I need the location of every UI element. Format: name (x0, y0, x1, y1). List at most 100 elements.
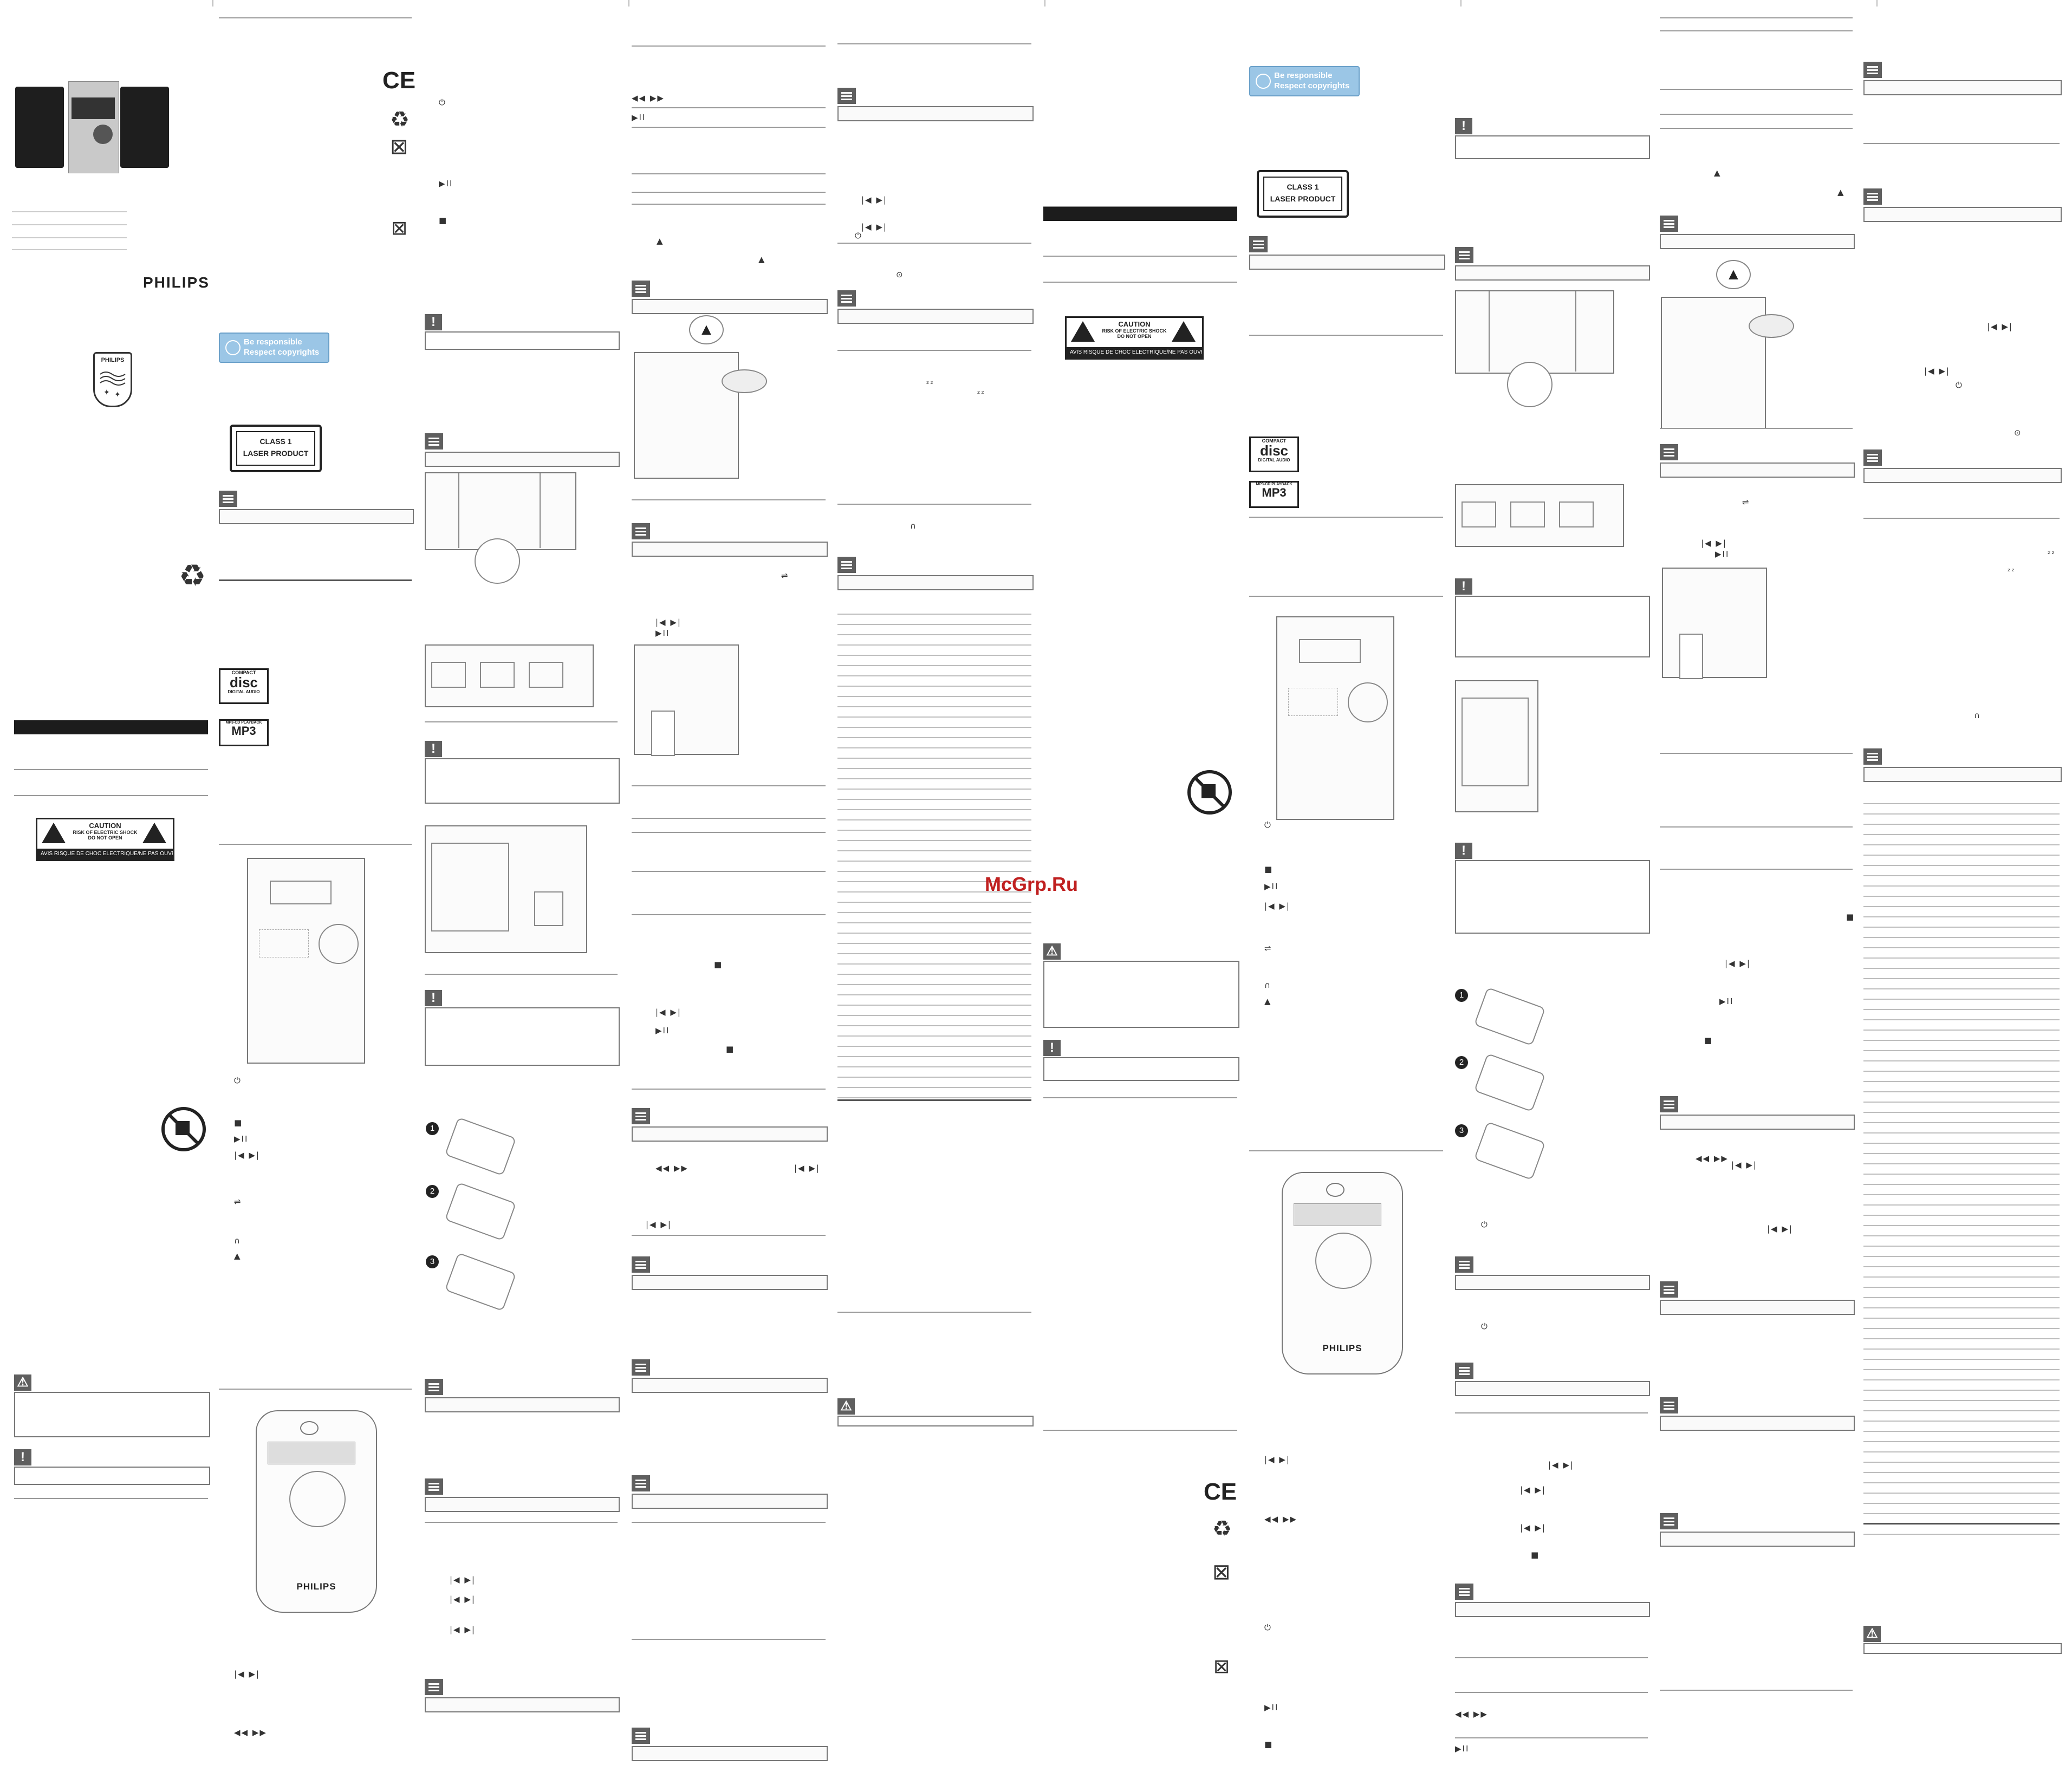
note-icon (1660, 1513, 1678, 1529)
play-pause-icon: ▶II (1264, 1703, 1279, 1712)
note-bar (1249, 236, 1445, 270)
seek-icon: ◀◀ ▶▶ (1455, 1709, 1488, 1719)
note-bar (632, 1256, 828, 1290)
caution-line-2: DO NOT OPEN (1117, 334, 1152, 339)
divider (1660, 428, 1853, 429)
note-box: ! (1455, 118, 1650, 159)
caution-title: CAUTION (89, 822, 121, 830)
warning-box: ⚠ (14, 1374, 210, 1437)
eject-icon: ▲ (234, 1251, 242, 1261)
remote-battery-step-diagram (1473, 1053, 1546, 1112)
note-bar (425, 433, 620, 467)
divider (632, 204, 826, 205)
note-bar (1660, 1397, 1855, 1431)
skip-icon: |◀ ▶| (234, 1669, 260, 1679)
divider (632, 107, 826, 108)
headphone-icon: ∩ (234, 1236, 241, 1246)
skip-icon: |◀ ▶| (1548, 1460, 1574, 1470)
tip-icon (1455, 1256, 1473, 1273)
note-bar (1455, 1584, 1650, 1617)
ce-mark: CE (1204, 1478, 1237, 1505)
note-box: ! (1455, 843, 1650, 934)
cd-mid: disc (229, 674, 258, 690)
divider (1660, 1690, 1853, 1691)
seek-icon: ◀◀ ▶▶ (1696, 1154, 1729, 1163)
divider (14, 1498, 208, 1499)
skip-icon: |◀ ▶| (450, 1594, 476, 1604)
divider (14, 795, 208, 796)
divider (12, 237, 127, 238)
eject-icon: ▲ (1837, 187, 1845, 197)
step-number: 1 (426, 1122, 439, 1135)
note-box: ! (1043, 1040, 1239, 1081)
speaker-wire-diagram (1455, 484, 1624, 547)
note-bar (1660, 444, 1855, 478)
note-icon (632, 1359, 650, 1376)
step-number: 2 (1455, 1056, 1468, 1069)
headphone-icon: ∩ (910, 521, 917, 531)
divider (632, 871, 826, 872)
divider (1043, 206, 1237, 207)
play-pause-icon: ▶II (439, 179, 453, 188)
mp3-top: MP3-CD PLAYBACK (1256, 483, 1292, 486)
divider (837, 43, 1031, 44)
sleep-icon: ᶻᶻ (2008, 566, 2016, 576)
divider (632, 1522, 826, 1523)
stop-icon: ■ (726, 1044, 735, 1054)
recycle-icon: ♻ (390, 108, 410, 132)
note-icon (632, 1108, 650, 1124)
note-bar (1455, 247, 1650, 281)
skip-icon: |◀ ▶| (1767, 1224, 1793, 1234)
play-pause-icon: ▶II (655, 1026, 670, 1035)
svg-text:✦: ✦ (103, 388, 110, 396)
divider (837, 1099, 1031, 1101)
warning-triangle-icon (1071, 321, 1095, 342)
power-icon: ⏻ (1956, 380, 1963, 390)
divider (12, 211, 127, 212)
section-header-bar (1043, 207, 1237, 221)
caution-line-1: RISK OF ELECTRIC SHOCK (73, 830, 138, 835)
caution-title: CAUTION (1118, 320, 1151, 328)
remote-battery-step-diagram (444, 1117, 517, 1176)
power-connection-diagram (425, 825, 587, 953)
mp3-big: MP3 (1262, 486, 1287, 499)
exclamation-icon: ! (425, 741, 442, 757)
warning-triangle-icon (42, 823, 66, 843)
divider (1249, 596, 1443, 597)
note-icon (1249, 236, 1268, 252)
divider (1249, 1150, 1443, 1151)
respect-line-1: Be responsible (1274, 71, 1333, 80)
tip-icon (1660, 216, 1678, 232)
usb-icon: ⇌ (1264, 943, 1272, 953)
skip-icon: |◀ ▶| (1725, 959, 1751, 968)
note-bar (632, 523, 828, 557)
divider (1455, 1657, 1648, 1658)
note-bar (219, 491, 414, 524)
note-icon (837, 88, 856, 104)
warning-box: ⚠ (1043, 943, 1239, 1028)
cd-mid: disc (1259, 442, 1289, 459)
compact-disc-logo: COMPACT disc DIGITAL AUDIO (219, 668, 269, 704)
remote-battery-step-diagram (444, 1252, 517, 1312)
divider (1043, 256, 1237, 257)
divider (1043, 282, 1237, 283)
exclamation-icon: ! (425, 314, 442, 330)
exclamation-icon: ! (1455, 118, 1472, 134)
warning-triangle-icon (1172, 321, 1196, 342)
divider (632, 914, 826, 915)
divider (425, 974, 618, 975)
remote-brand: PHILIPS (1322, 1343, 1362, 1353)
headphone-icon: ∩ (1264, 980, 1271, 990)
cd-bottom: DIGITAL AUDIO (228, 689, 260, 694)
exclamation-icon: ! (14, 1449, 31, 1465)
divider (425, 721, 618, 722)
stop-icon: ■ (234, 1118, 243, 1128)
skip-icon: |◀ ▶| (450, 1625, 476, 1634)
usb-connection-diagram (1662, 568, 1767, 679)
divider (837, 1312, 1031, 1313)
divider (1660, 89, 1853, 90)
divider (219, 1389, 412, 1390)
stop-icon: ■ (1846, 912, 1855, 922)
